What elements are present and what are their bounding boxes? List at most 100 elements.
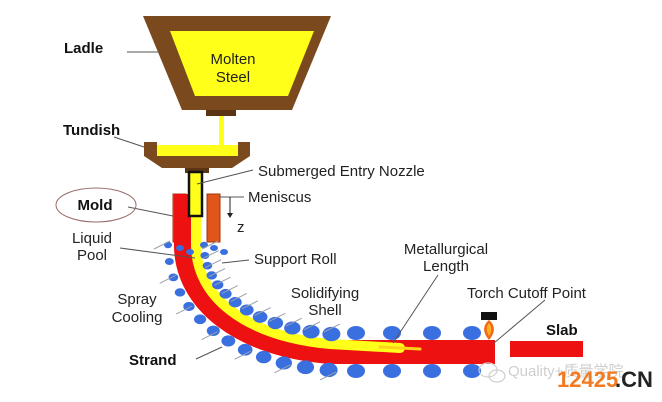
liquid-core bbox=[191, 189, 405, 353]
spray-line bbox=[323, 323, 341, 333]
mold-wall-right bbox=[206, 193, 221, 243]
spray-line bbox=[208, 268, 226, 278]
support-roll bbox=[219, 288, 232, 299]
metallurgical-length-leader bbox=[392, 274, 439, 344]
support-roll bbox=[239, 304, 254, 316]
support-roll bbox=[463, 364, 481, 378]
metallurgical-length-label-1: Metallurgical bbox=[404, 241, 488, 258]
slab bbox=[510, 341, 583, 357]
metallurgical-length-label-2: Length bbox=[423, 258, 469, 275]
support-roll bbox=[200, 252, 210, 260]
strand bbox=[174, 189, 495, 364]
sen-body bbox=[187, 170, 204, 218]
pour-stream bbox=[219, 116, 224, 148]
spray-line bbox=[230, 293, 248, 302]
liquid-pool-leader bbox=[119, 247, 196, 259]
torch-flame-core bbox=[486, 323, 492, 336]
molten-steel bbox=[170, 31, 314, 96]
strand-shell bbox=[174, 194, 495, 364]
spray-line bbox=[319, 371, 337, 381]
strand-leader bbox=[195, 346, 223, 360]
support-roll bbox=[164, 257, 174, 266]
tundish bbox=[144, 142, 250, 173]
meniscus-label: Meniscus bbox=[248, 189, 311, 206]
tundish-label: Tundish bbox=[63, 122, 120, 139]
spray-line bbox=[204, 259, 222, 269]
support-roll-label: Support Roll bbox=[254, 251, 337, 268]
support-roll bbox=[210, 245, 218, 251]
support-roll bbox=[176, 245, 184, 251]
support-roll bbox=[255, 350, 272, 364]
support-roll bbox=[302, 324, 320, 339]
molten-steel-label-1: Molten bbox=[210, 51, 255, 68]
spray-line bbox=[202, 250, 220, 260]
strand-label: Strand bbox=[129, 352, 177, 369]
support-roll bbox=[319, 362, 338, 378]
submerged-entry-nozzle bbox=[187, 170, 204, 218]
watermark: Quality+质量学院 12425 .CN bbox=[478, 362, 653, 392]
support-roll bbox=[322, 326, 341, 342]
support-roll bbox=[383, 326, 401, 340]
support-roll bbox=[221, 335, 236, 347]
support-roll bbox=[174, 288, 186, 297]
sen-label: Submerged Entry Nozzle bbox=[258, 163, 425, 180]
torch bbox=[481, 312, 497, 340]
spray-cooling-label-1: Spray bbox=[117, 291, 157, 308]
support-roll bbox=[206, 325, 220, 336]
spray-line bbox=[221, 285, 239, 294]
wechat-icon bbox=[478, 362, 506, 383]
support-roll bbox=[296, 360, 315, 375]
support-roll bbox=[383, 364, 401, 378]
support-roll bbox=[168, 273, 179, 282]
ladle-nozzle bbox=[206, 110, 236, 116]
ladle-label: Ladle bbox=[64, 40, 103, 57]
support-rolls bbox=[153, 240, 481, 381]
spray-line bbox=[274, 364, 291, 374]
support-roll bbox=[200, 241, 208, 249]
mold-highlight-ellipse bbox=[55, 187, 137, 223]
spray-line bbox=[159, 274, 176, 284]
support-roll bbox=[194, 314, 207, 325]
solidifying-shell-label-2: Shell bbox=[308, 302, 341, 319]
support-roll bbox=[423, 364, 441, 378]
watermark-site-suffix: .CN bbox=[615, 367, 653, 392]
watermark-site-number: 12425 bbox=[557, 367, 618, 392]
tundish-nozzle-collar bbox=[185, 168, 209, 173]
support-roll bbox=[423, 326, 441, 340]
support-roll bbox=[186, 249, 194, 255]
ladle bbox=[143, 16, 331, 116]
torch-cutoff-leader bbox=[493, 299, 546, 344]
spray-line bbox=[201, 331, 218, 340]
support-roll bbox=[228, 297, 242, 308]
slab-label: Slab bbox=[546, 322, 578, 339]
spray-line bbox=[303, 321, 321, 331]
support-roll bbox=[202, 261, 213, 270]
support-roll bbox=[347, 364, 365, 378]
support-roll bbox=[347, 326, 365, 340]
spray-line bbox=[201, 240, 219, 250]
mold-label: Mold bbox=[78, 197, 113, 214]
spray-line bbox=[175, 305, 193, 315]
sen-leader bbox=[196, 169, 254, 185]
torch-head-icon bbox=[481, 312, 497, 320]
z-axis-arrow-icon bbox=[227, 213, 233, 218]
liquid-pool-label-1: Liquid bbox=[72, 230, 112, 247]
spray-line bbox=[234, 350, 251, 360]
spray-line bbox=[254, 307, 271, 316]
support-roll bbox=[220, 249, 228, 255]
tundish-leader bbox=[113, 136, 145, 148]
liquid-core-tip bbox=[378, 345, 422, 351]
torch-cutoff-label: Torch Cutoff Point bbox=[467, 285, 587, 302]
z-axis-label: z bbox=[237, 219, 245, 236]
spray-cooling-label-2: Cooling bbox=[112, 309, 163, 326]
molten-steel-label-2: Steel bbox=[216, 69, 250, 86]
solidifying-shell-label-1: Solidifying bbox=[291, 285, 359, 302]
watermark-text: Quality+质量学院 bbox=[508, 362, 623, 380]
spray-line bbox=[153, 240, 171, 250]
spray-line bbox=[269, 312, 286, 322]
tundish-steel bbox=[157, 145, 238, 156]
support-roll bbox=[164, 241, 172, 249]
spray-line bbox=[285, 317, 302, 327]
liquid-pool-label-2: Pool bbox=[77, 247, 107, 264]
